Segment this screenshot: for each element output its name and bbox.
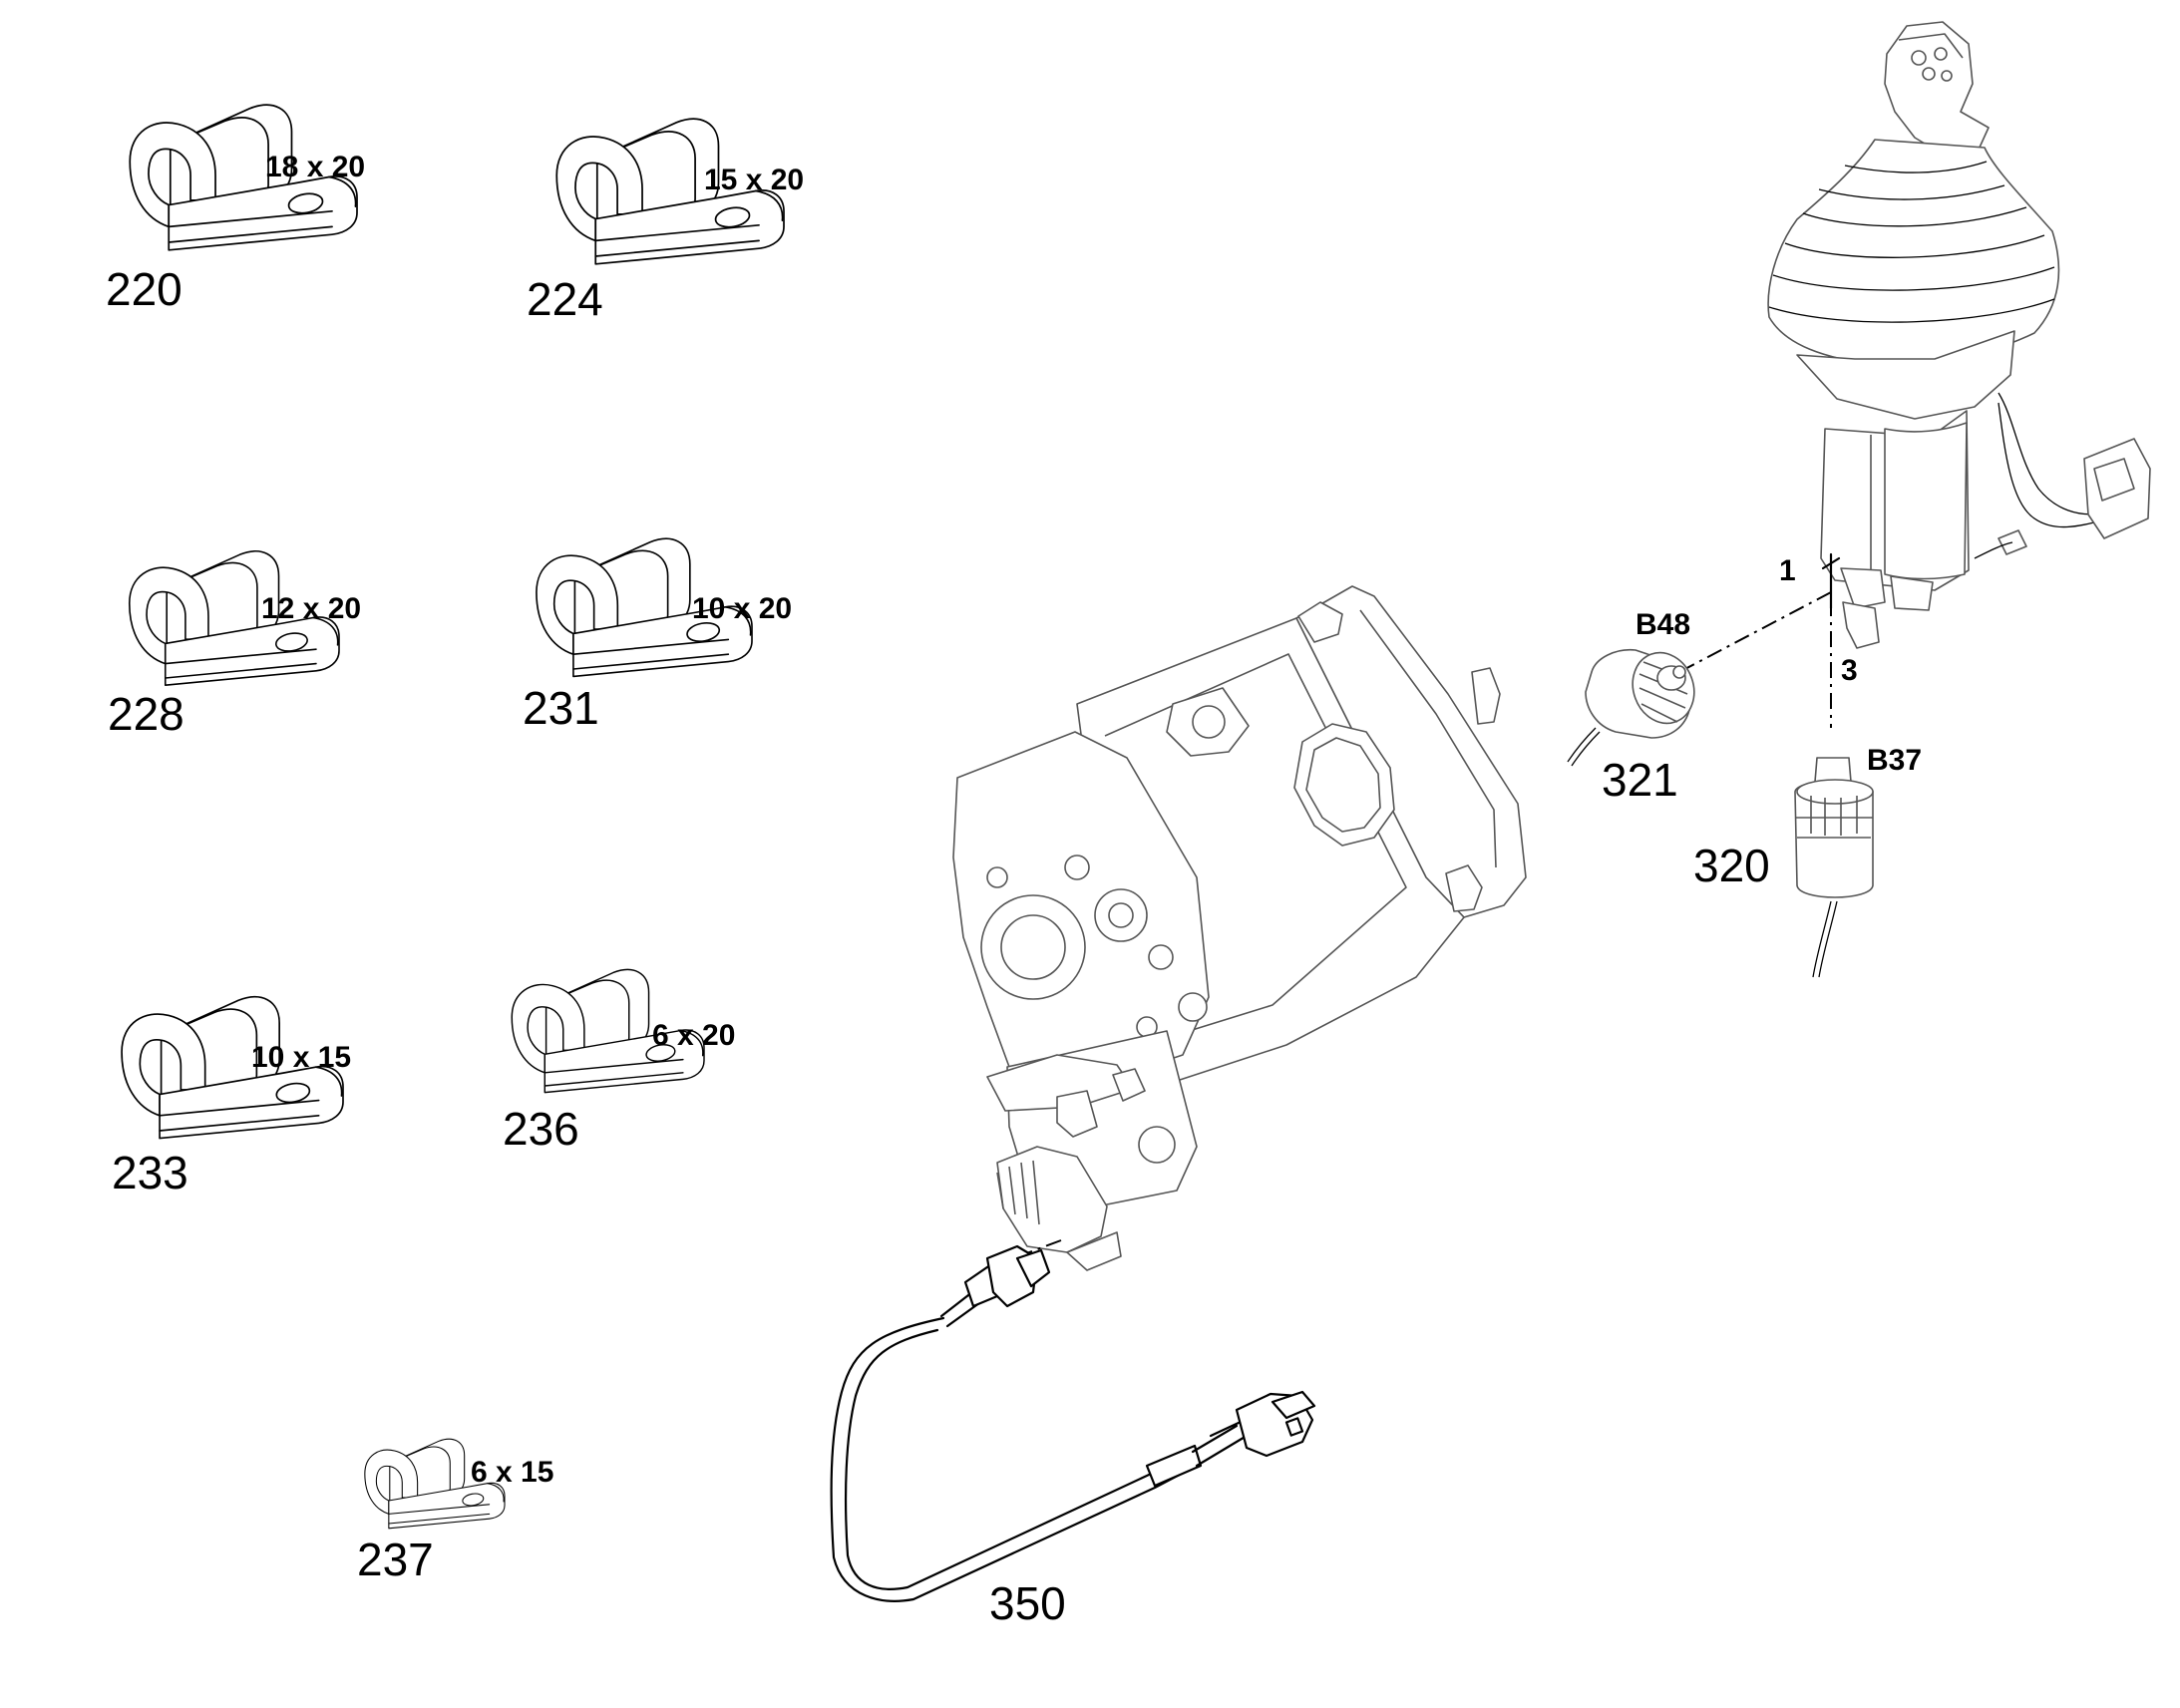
- port-label-3: 3: [1841, 654, 1858, 687]
- clamp-220: 18 x 20 220: [106, 104, 365, 315]
- clamp-233: 10 x 15 233: [112, 995, 351, 1198]
- part-number: 224: [527, 273, 603, 325]
- part-number: 321: [1602, 754, 1678, 806]
- clamp-size-label: 15 x 20: [704, 164, 804, 196]
- sensor-tag: B37: [1867, 744, 1922, 777]
- clamp-size-label: 6 x 20: [652, 1019, 735, 1052]
- clamp-231: 10 x 20 231: [523, 537, 792, 734]
- clamp-228: 12 x 20 228: [108, 550, 361, 740]
- sensor-b48: B48 321: [1567, 608, 1695, 806]
- sensor-b37: B37 320: [1693, 744, 1922, 978]
- clamp-237: 6 x 15 237: [357, 1438, 553, 1585]
- part-number: 231: [523, 682, 599, 734]
- clamp-size-label: 12 x 20: [261, 592, 361, 625]
- part-number: 236: [503, 1103, 579, 1155]
- clamp-size-label: 10 x 20: [692, 592, 792, 625]
- port-label-1: 1: [1779, 554, 1796, 587]
- part-number: 320: [1693, 840, 1770, 891]
- cable-350: 350: [830, 1244, 1316, 1629]
- leader-lines: 1 3: [996, 552, 1858, 1265]
- part-number: 228: [108, 688, 184, 740]
- part-number: 233: [112, 1147, 188, 1198]
- joystick-assembly: [1767, 21, 2151, 649]
- clamp-size-label: 6 x 15: [471, 1456, 553, 1489]
- part-number: 350: [989, 1577, 1066, 1629]
- sensor-tag: B48: [1635, 608, 1690, 641]
- part-number: 237: [357, 1534, 434, 1585]
- clamp-224: 15 x 20 224: [527, 118, 804, 325]
- clamp-size-label: 18 x 20: [265, 151, 365, 183]
- clamp-236: 6 x 20 236: [503, 968, 735, 1155]
- hydraulic-pump: [952, 585, 1527, 1271]
- clamp-size-label: 10 x 15: [251, 1041, 351, 1074]
- part-number: 220: [106, 263, 182, 315]
